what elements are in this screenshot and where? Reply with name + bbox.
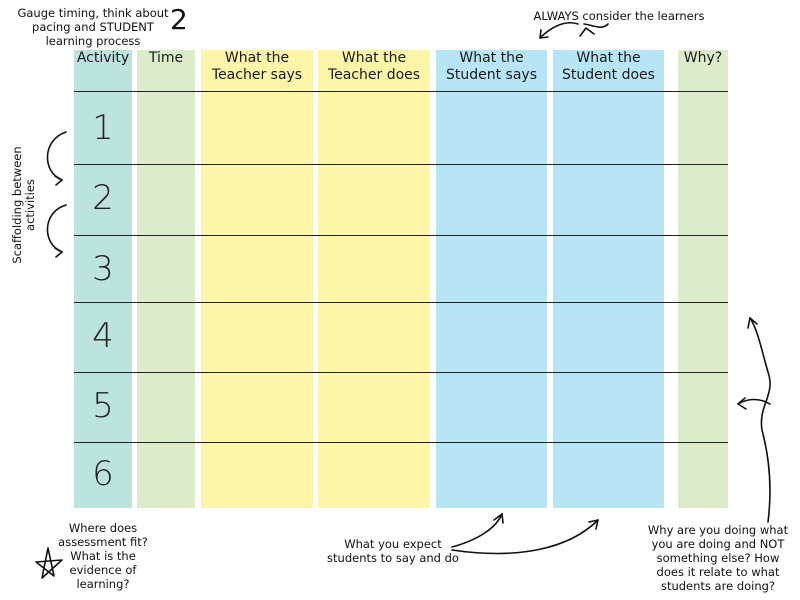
why-note-line2: you are doing and NOT <box>651 537 785 551</box>
timing-mark: 2 <box>170 3 188 36</box>
assessment-note-line1: Where does <box>68 521 138 535</box>
time-column <box>137 50 195 508</box>
learners-arrow-right-head <box>579 27 595 37</box>
expect-note: What you expect students to say and do <box>318 537 468 565</box>
student-says-column <box>436 50 547 508</box>
activity-column <box>74 50 132 508</box>
star-icon <box>35 547 63 579</box>
why-note-line1: Why are you doing what <box>647 523 789 537</box>
header-student-does-line2: Student does <box>562 67 655 83</box>
expect-note-line1: What you expect <box>344 537 442 551</box>
timing-note-line2: pacing and STUDENT <box>32 20 154 34</box>
row-divider <box>74 164 728 165</box>
activity-number: 4 <box>92 316 114 356</box>
header-teacher-says-line2: Teacher says <box>211 67 303 83</box>
row-divider <box>74 372 728 373</box>
header-student-says-line1: What the <box>459 50 524 66</box>
activity-number: 5 <box>92 386 114 426</box>
why-note-line4: does it relate to what <box>656 565 780 579</box>
header-student-does: What the Student does <box>553 50 664 84</box>
row-divider <box>74 442 728 443</box>
learners-arrow-left <box>539 22 579 39</box>
assessment-note-line4: evidence of <box>69 563 137 577</box>
activity-number: 1 <box>92 108 114 148</box>
header-teacher-does-line1: What the <box>341 50 407 66</box>
header-activity: Activity <box>76 50 130 66</box>
why-column <box>678 50 728 508</box>
why-note-line3: something else? How <box>656 551 780 565</box>
learners-arrow-right <box>583 23 609 28</box>
expect-arrow-right <box>451 519 599 555</box>
timing-note-line1: Gauge timing, think about <box>17 6 169 20</box>
activity-number: 3 <box>92 249 114 289</box>
header-teacher-says-line1: What the <box>224 50 290 66</box>
activity-number: 2 <box>92 178 114 218</box>
timing-note-line3: learning process <box>45 34 141 48</box>
teacher-says-column <box>201 50 313 508</box>
learners-arrow-left-head <box>539 29 549 39</box>
header-teacher-does: What the Teacher does <box>318 50 430 84</box>
teacher-does-column <box>318 50 430 508</box>
header-student-says: What the Student says <box>436 50 547 84</box>
student-does-column <box>553 50 664 508</box>
why-arrow-short-head <box>737 397 747 410</box>
assessment-note-line5: learning? <box>76 577 130 591</box>
why-note-line5: students are doing? <box>660 579 776 593</box>
header-teacher-says: What the Teacher says <box>201 50 313 84</box>
scaffold-arrow-2-head <box>54 247 63 258</box>
header-teacher-does-line2: Teacher does <box>327 67 421 83</box>
timing-note: Gauge timing, think about pacing and STU… <box>10 6 176 48</box>
expect-arrow-left <box>451 513 503 548</box>
expect-arrow-right-head <box>588 519 599 530</box>
scaffold-arrow-2 <box>46 204 67 253</box>
scaffold-arrow-1-head <box>54 175 63 186</box>
assessment-note-line3: What is the <box>70 549 136 563</box>
assessment-note: Where does assessment fit? What is the e… <box>48 521 158 591</box>
header-time: Time <box>148 50 184 66</box>
header-why: Why? <box>683 50 723 66</box>
row-divider <box>74 91 728 92</box>
expect-arrow-left-head <box>493 513 504 524</box>
why-arrow-long-head <box>747 317 758 329</box>
assessment-note-line2: assessment fit? <box>58 535 148 549</box>
activity-number: 6 <box>92 454 114 494</box>
why-arrow-long <box>749 317 771 523</box>
expect-note-line2: students to say and do <box>327 551 459 565</box>
row-divider <box>74 302 728 303</box>
row-divider <box>74 235 728 236</box>
header-student-says-line2: Student says <box>445 67 537 83</box>
header-student-does-line1: What the <box>576 50 641 66</box>
scaffold-arrow-1 <box>46 131 67 181</box>
why-note: Why are you doing what you are doing and… <box>638 523 798 593</box>
learners-note: ALWAYS consider the learners <box>533 9 705 23</box>
